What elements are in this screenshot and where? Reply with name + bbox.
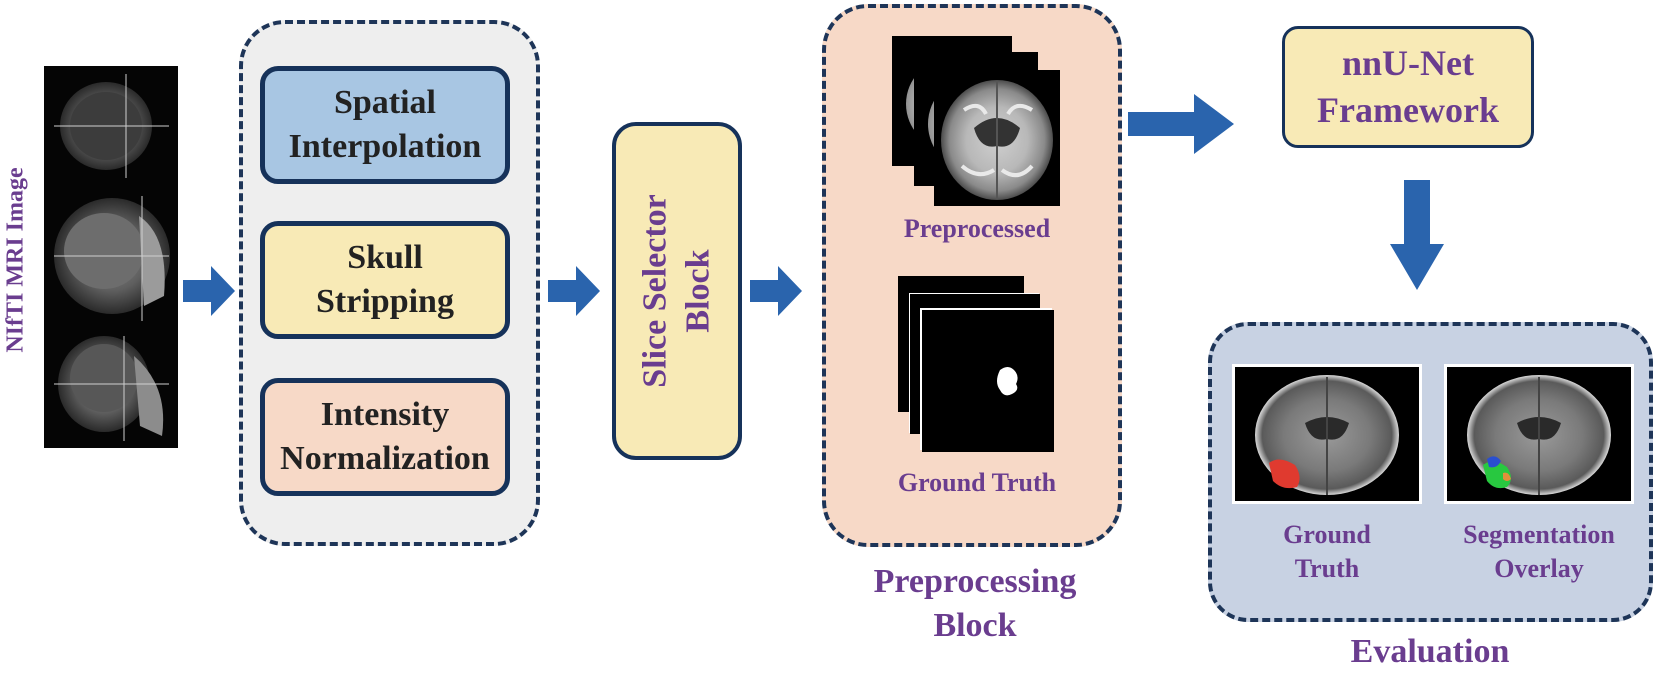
overlay-orange-region bbox=[1503, 472, 1511, 481]
evaluation-ground-truth-image bbox=[1232, 364, 1422, 504]
segmentation-overlay-image bbox=[1444, 364, 1634, 504]
slice-selector-block: Slice Selector Block bbox=[612, 122, 742, 460]
arrow-to-nnunet bbox=[1128, 94, 1234, 154]
segmentation-overlay-text: Segmentation Overlay bbox=[1463, 520, 1615, 583]
overlay-green-region bbox=[1483, 461, 1511, 489]
mri-slices-graphic bbox=[54, 74, 170, 441]
mri-image-strip bbox=[44, 66, 178, 448]
arrow-to-slice-selector bbox=[548, 266, 600, 316]
lesion-red-region bbox=[1269, 459, 1300, 489]
preprocessed-label: Preprocessed bbox=[903, 214, 1051, 243]
spatial-interpolation-box: Spatial Interpolation bbox=[260, 66, 510, 184]
skull-stripping-box: Skull Stripping bbox=[260, 221, 510, 339]
evaluation-ground-truth-text: Ground Truth bbox=[1283, 520, 1371, 583]
overlay-blue-region bbox=[1487, 456, 1501, 468]
mri-image-label: NIfTI MRI Image bbox=[2, 167, 29, 353]
lesion-mask-blob bbox=[997, 367, 1018, 396]
arrow-to-preprocessing-steps bbox=[183, 266, 235, 316]
arrow-to-preprocessing-block bbox=[750, 266, 802, 316]
preprocessing-block-title: Preprocessing Block bbox=[873, 563, 1077, 645]
ground-truth-mask-stack bbox=[898, 276, 1054, 452]
evaluation-ground-truth-label: Ground Truth bbox=[1232, 518, 1422, 586]
intensity-normalization-box: Intensity Normalization bbox=[260, 378, 510, 496]
preprocessed-image-stack bbox=[892, 36, 1060, 206]
mask-slice-front bbox=[922, 310, 1054, 452]
intensity-normalization-label: Intensity Normalization bbox=[280, 395, 490, 477]
nnunet-framework-label: nnU-Net Framework bbox=[1317, 43, 1499, 130]
preprocessed-slice-front bbox=[934, 70, 1060, 206]
evaluation-title: Evaluation bbox=[1350, 633, 1510, 670]
spatial-interpolation-label: Spatial Interpolation bbox=[288, 83, 482, 165]
arrow-to-evaluation bbox=[1390, 180, 1444, 290]
segmentation-overlay-label: Segmentation Overlay bbox=[1430, 518, 1648, 586]
ground-truth-label: Ground Truth bbox=[897, 468, 1057, 497]
nnunet-framework-box: nnU-Net Framework bbox=[1282, 26, 1534, 148]
slice-selector-label: Slice Selector Block bbox=[636, 194, 717, 388]
skull-stripping-label: Skull Stripping bbox=[316, 238, 454, 320]
